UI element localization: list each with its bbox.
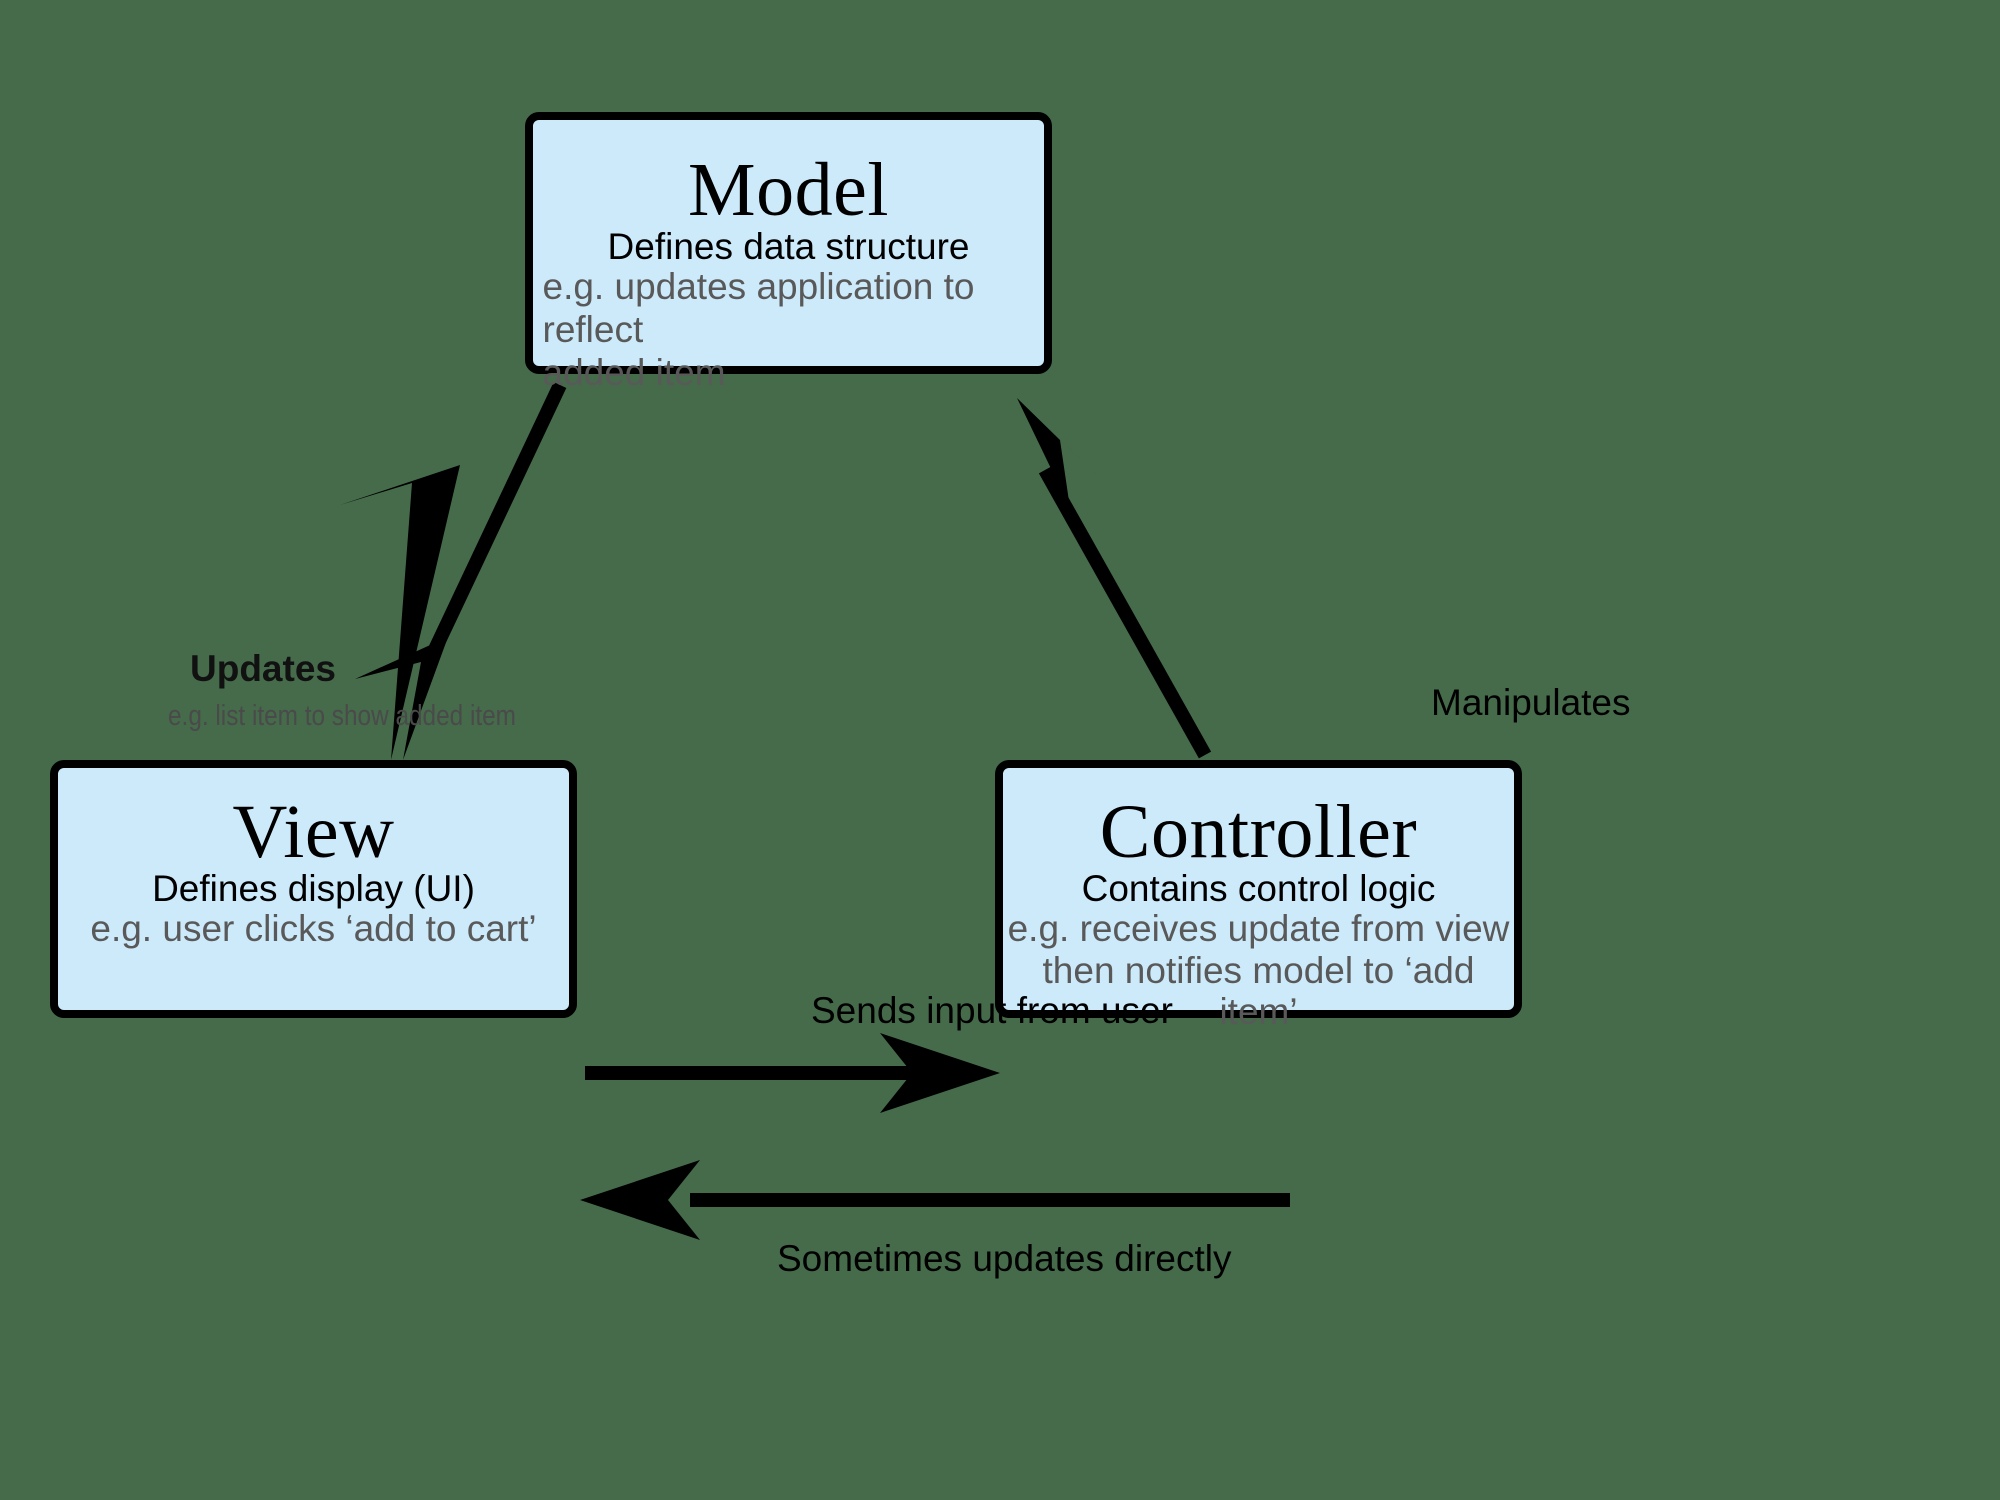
node-view-title: View <box>232 790 395 874</box>
node-view[interactable]: View Defines display (UI) e.g. user clic… <box>50 760 577 1018</box>
node-model-example: e.g. updates application to reflect adde… <box>542 266 975 393</box>
node-controller-subtitle: Contains control logic <box>1081 867 1436 909</box>
edge-label-sends-input: Sends input from user <box>811 990 1173 1031</box>
node-controller[interactable]: Controller Contains control logic e.g. r… <box>995 760 1522 1032</box>
arrow-controller-to-model <box>1017 398 1212 759</box>
node-model-subtitle: Defines data structure <box>607 225 970 267</box>
node-view-example: e.g. user clicks ‘add to cart’ <box>90 908 537 950</box>
node-controller-example: e.g. receives update from view then noti… <box>1007 908 1510 1033</box>
edge-label-sometimes-updates: Sometimes updates directly <box>777 1238 1232 1279</box>
arrow-view-to-controller <box>585 1033 1000 1113</box>
node-controller-title: Controller <box>1099 790 1418 874</box>
edge-label-manipulates: Manipulates <box>1431 682 1631 723</box>
arrow-model-to-view <box>340 382 567 760</box>
edge-label-updates: Updates <box>190 648 336 689</box>
edge-sublabel-updates: e.g. list item to show added item <box>168 700 516 732</box>
node-model-title: Model <box>688 148 889 232</box>
node-model[interactable]: Model Defines data structure e.g. update… <box>525 112 1052 393</box>
node-view-subtitle: Defines display (UI) <box>152 867 475 909</box>
arrow-controller-to-view <box>580 1160 1290 1240</box>
